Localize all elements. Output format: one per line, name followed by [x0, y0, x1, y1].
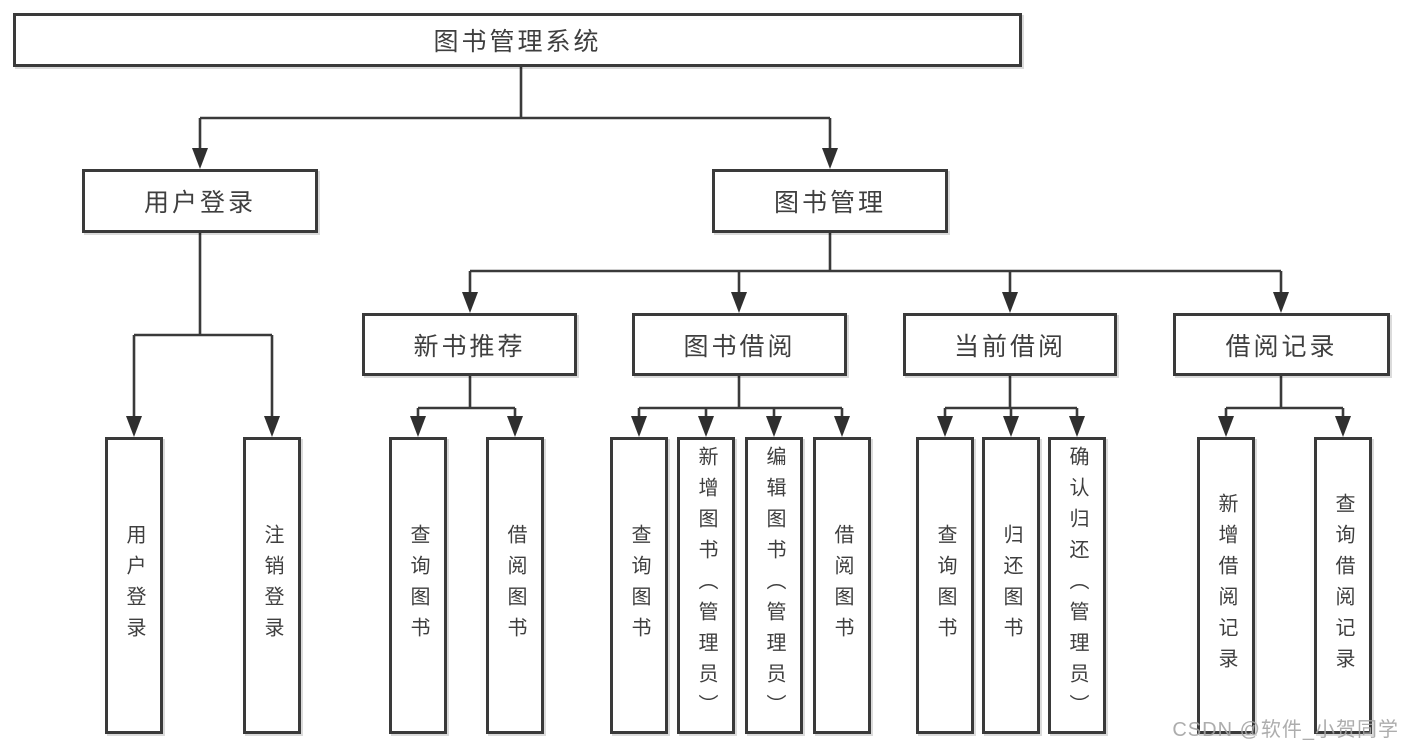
leaf-nbr-query-books: 查询图书 — [389, 437, 447, 734]
leaf-nbr-borrow-books: 借阅图书 — [486, 437, 544, 734]
leaf-bb-query-books: 查询图书 — [610, 437, 668, 734]
leaf-label: 查询图书 — [407, 523, 429, 648]
node-current-borrowing: 当前借阅 — [903, 313, 1117, 376]
leaf-logout: 注销登录 — [243, 437, 301, 734]
leaf-bb-edit-books-admin: 编辑图书（管理员） — [745, 437, 803, 734]
leaf-label: 借阅图书 — [504, 523, 526, 648]
leaf-label: 查询图书 — [934, 523, 956, 648]
leaf-cb-confirm-return-admin: 确认归还（管理员） — [1048, 437, 1106, 734]
leaf-cb-query-books: 查询图书 — [916, 437, 974, 734]
node-book-borrowing: 图书借阅 — [632, 313, 847, 376]
csdn-watermark: CSDN @软件_小贺同学 — [1172, 719, 1399, 741]
node-borrow-records: 借阅记录 — [1173, 313, 1390, 376]
node-new-book-recommend: 新书推荐 — [362, 313, 577, 376]
leaf-label: 注销登录 — [261, 523, 283, 648]
leaf-label: 借阅图书 — [831, 523, 853, 648]
arrowheads — [126, 148, 1351, 437]
leaf-br-add-record: 新增借阅记录 — [1197, 437, 1255, 734]
leaf-bb-borrow-books: 借阅图书 — [813, 437, 871, 734]
leaf-label: 查询借阅记录 — [1332, 492, 1354, 679]
leaf-cb-return-books: 归还图书 — [982, 437, 1040, 734]
leaf-label: 确认归还（管理员） — [1066, 446, 1088, 725]
leaf-bb-add-books-admin: 新增图书（管理员） — [677, 437, 735, 734]
node-user-login: 用户登录 — [82, 169, 318, 233]
leaf-label: 查询图书 — [628, 523, 650, 648]
leaf-label: 归还图书 — [1000, 523, 1022, 648]
node-root-system: 图书管理系统 — [13, 13, 1022, 67]
node-book-management: 图书管理 — [712, 169, 948, 233]
leaf-user-login: 用户登录 — [105, 437, 163, 734]
leaf-label: 用户登录 — [123, 523, 145, 648]
tree-lines — [132, 67, 1345, 421]
leaf-label: 新增图书（管理员） — [695, 446, 717, 725]
leaf-label: 编辑图书（管理员） — [763, 446, 785, 725]
leaf-label: 新增借阅记录 — [1215, 492, 1237, 679]
leaf-br-query-record: 查询借阅记录 — [1314, 437, 1372, 734]
